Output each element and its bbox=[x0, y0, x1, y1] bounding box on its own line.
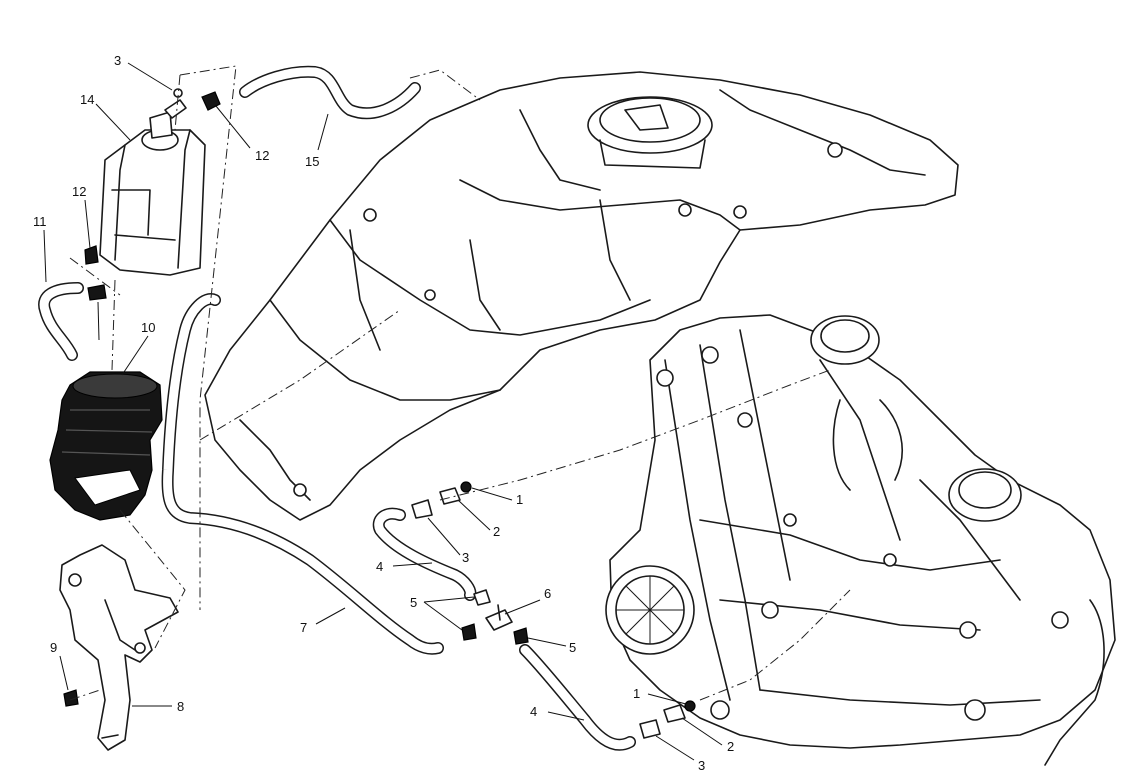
rubber-boot bbox=[49, 371, 163, 521]
callout-4-upper: 4 bbox=[376, 559, 383, 574]
callout-2-lower: 2 bbox=[727, 739, 734, 754]
assembly-lines bbox=[69, 65, 851, 701]
hose-4-lower bbox=[519, 644, 636, 751]
hose-14 bbox=[239, 65, 421, 120]
fuel-tank bbox=[204, 71, 959, 521]
callout-12-top: 12 bbox=[255, 148, 269, 163]
hose-11 bbox=[38, 282, 84, 361]
callout-5-left: 5 bbox=[410, 595, 417, 610]
callout-4-lower: 4 bbox=[530, 704, 537, 719]
engine-assembly bbox=[605, 314, 1116, 766]
small-parts bbox=[63, 88, 696, 739]
callout-11: 11 bbox=[33, 214, 47, 229]
callout-2-upper: 2 bbox=[493, 524, 500, 539]
callout-3-top: 3 bbox=[114, 53, 121, 68]
callout-3-lower: 3 bbox=[698, 758, 705, 773]
hose-4-upper bbox=[372, 507, 477, 601]
callout-labels: 3 14 12 15 12 11 10 9 8 7 1 2 bbox=[33, 53, 734, 773]
callout-12-left: 12 bbox=[72, 184, 86, 199]
callout-9: 9 bbox=[50, 640, 57, 655]
callout-1-upper: 1 bbox=[516, 492, 523, 507]
mounting-bracket bbox=[59, 544, 179, 751]
hose-7 bbox=[161, 293, 444, 655]
callout-8: 8 bbox=[177, 699, 184, 714]
evap-canister bbox=[99, 99, 206, 276]
callout-3-upper: 3 bbox=[462, 550, 469, 565]
callout-13: 14 bbox=[80, 92, 94, 107]
callout-14: 15 bbox=[305, 154, 319, 169]
callout-7: 7 bbox=[300, 620, 307, 635]
callout-5-right: 5 bbox=[569, 640, 576, 655]
callout-10: 10 bbox=[141, 320, 155, 335]
callout-6: 6 bbox=[544, 586, 551, 601]
callout-1-lower: 1 bbox=[633, 686, 640, 701]
